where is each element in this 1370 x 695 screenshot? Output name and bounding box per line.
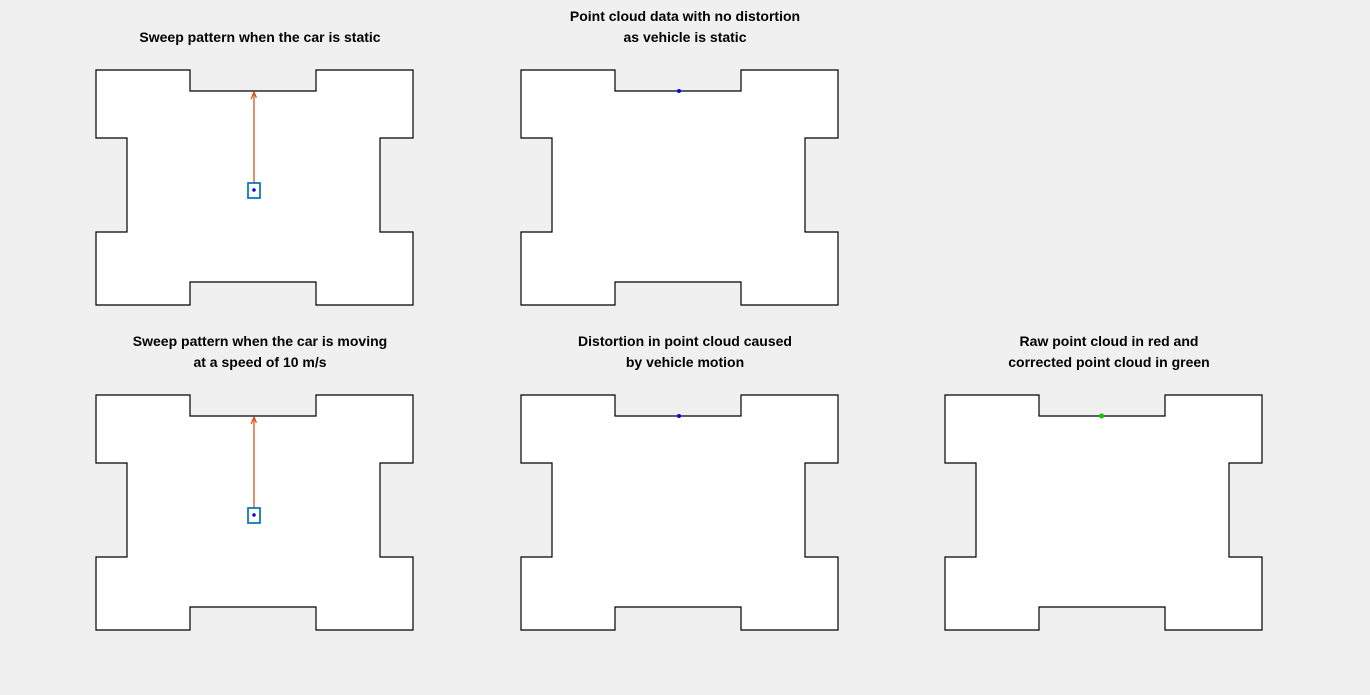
vehicle-center-dot <box>252 188 256 192</box>
subplot-sweep-static <box>95 69 414 306</box>
subplot-pointcloud-distorted <box>520 394 839 631</box>
room-outline <box>944 394 1263 631</box>
subplot-title-pointcloud-static: Point cloud data with no distortion as v… <box>485 4 885 48</box>
title-line: by vehicle motion <box>625 354 745 370</box>
room-outline <box>95 69 414 306</box>
vehicle-marker <box>247 507 261 524</box>
title-line: Sweep pattern when the car is moving <box>132 333 388 349</box>
subplot-title-pointcloud-distorted: Distortion in point cloud caused by vehi… <box>485 329 885 373</box>
title-line: as vehicle is static <box>623 29 747 45</box>
title-line: at a speed of 10 m/s <box>193 354 327 370</box>
title-line: Distortion in point cloud caused <box>578 333 792 349</box>
room-outline <box>95 394 414 631</box>
subplot-title-sweep-static: Sweep pattern when the car is static <box>60 4 460 48</box>
lidar-point-blue <box>677 89 681 93</box>
title-line: Point cloud data with no distortion <box>569 8 801 24</box>
title-line: Raw point cloud in red and <box>1019 333 1199 349</box>
subplot-pointcloud-corrected <box>944 394 1263 631</box>
room-outline <box>520 69 839 306</box>
vehicle-marker <box>247 182 261 199</box>
lidar-point-blue <box>677 414 681 418</box>
lidar-point-green-corrected <box>1099 413 1104 419</box>
scan-ray-arrowhead-icon <box>250 91 258 100</box>
title-line: corrected point cloud in green <box>1008 354 1210 370</box>
subplot-title-pointcloud-corrected: Raw point cloud in red and corrected poi… <box>909 329 1309 373</box>
subplot-sweep-moving <box>95 394 414 631</box>
title-line: Sweep pattern when the car is static <box>139 29 381 45</box>
scan-ray-arrowhead-icon <box>250 416 258 425</box>
subplot-pointcloud-static <box>520 69 839 306</box>
room-outline <box>520 394 839 631</box>
subplot-title-sweep-moving: Sweep pattern when the car is moving at … <box>60 329 460 373</box>
vehicle-center-dot <box>252 513 256 517</box>
